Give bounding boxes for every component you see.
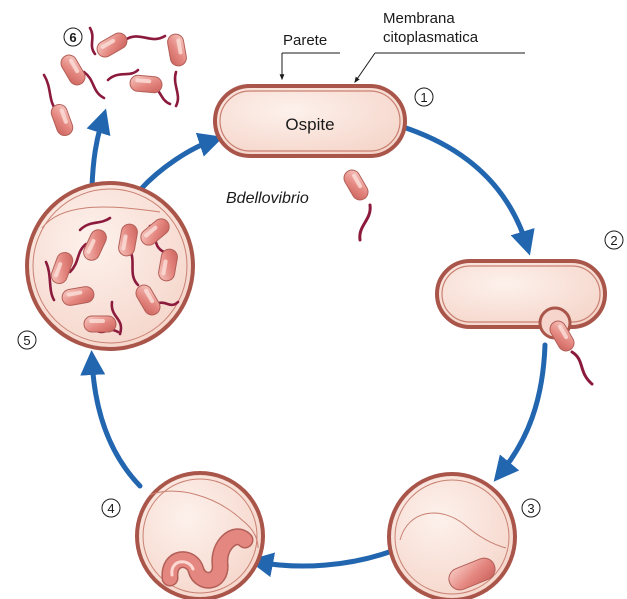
stage-2-host-cell: [437, 261, 605, 327]
svg-text:2: 2: [610, 233, 617, 248]
membrane-label-line1: Membrana: [383, 10, 455, 27]
svg-text:3: 3: [527, 501, 534, 516]
arrow-5-to-6: [92, 118, 103, 187]
svg-text:4: 4: [107, 501, 114, 516]
stage-3-bdelloplast: [389, 474, 515, 599]
attacking-bdellovibrio: [341, 167, 371, 240]
bdellovibrio-label: Bdellovibrio: [226, 190, 309, 207]
step-number-5: 5: [18, 331, 36, 349]
arrow-4-to-5: [92, 360, 140, 486]
membrane-label-line2: citoplasmatica: [383, 29, 479, 46]
svg-text:5: 5: [23, 333, 30, 348]
stage-5-bdelloplast: [27, 183, 193, 349]
svg-text:6: 6: [69, 30, 76, 45]
membrane-pointer-line: [355, 53, 525, 82]
host-label: Ospite: [285, 115, 334, 134]
step-number-3: 3: [522, 499, 540, 517]
step-number-6: 6: [64, 28, 82, 46]
stage-6-released-progeny: [44, 28, 188, 138]
step-number-4: 4: [102, 499, 120, 517]
arrow-5-to-1: [140, 140, 214, 190]
arrow-3-to-4: [258, 551, 392, 566]
step-number-2: 2: [605, 231, 623, 249]
wall-label: Parete: [283, 32, 327, 49]
stage-4-bdelloplast: [137, 473, 263, 599]
wall-pointer-line: [282, 53, 340, 79]
step-number-1: 1: [415, 88, 433, 106]
arrow-2-to-3: [500, 345, 545, 474]
arrow-1-to-2: [406, 128, 527, 246]
svg-text:1: 1: [420, 90, 427, 105]
